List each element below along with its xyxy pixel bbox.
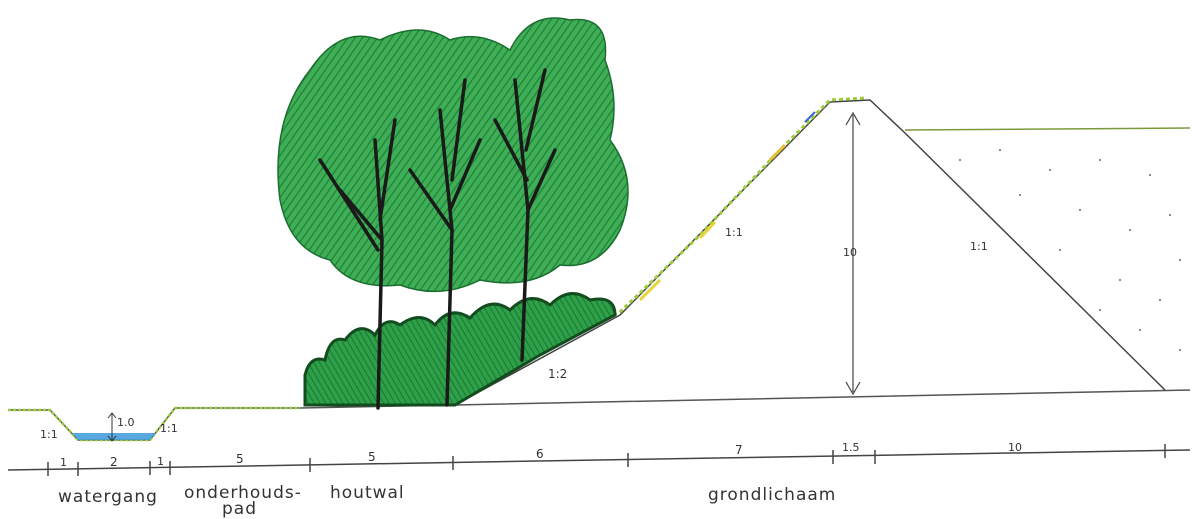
dim-7: 7 xyxy=(735,443,743,457)
dike-front-slope: 1:1 xyxy=(725,226,743,239)
tree-trunks xyxy=(318,68,557,410)
dike-height: 10 xyxy=(843,246,857,259)
zone-pad: pad xyxy=(222,499,257,519)
dim-1b: 1 xyxy=(157,455,164,468)
dim-1-5: 1.5 xyxy=(842,441,860,454)
zone-onderhouds: onderhouds- xyxy=(184,483,302,503)
ditch-water xyxy=(72,412,156,442)
hedge-shrubs xyxy=(303,292,617,407)
dike-body xyxy=(454,96,1191,406)
zone-watergang: watergang xyxy=(58,487,158,507)
ditch-slope-right: 1:1 xyxy=(160,422,178,435)
dim-1a: 1 xyxy=(60,456,67,469)
dim-5b: 5 xyxy=(368,450,376,464)
zone-grondlichaam: grondlichaam xyxy=(708,485,836,505)
ground-profile xyxy=(8,389,1191,442)
dim-10: 10 xyxy=(1008,441,1022,454)
ditch-slope-left: 1:1 xyxy=(40,428,58,441)
dimension-line xyxy=(7,444,1191,476)
dike-back-slope: 1:1 xyxy=(970,240,988,253)
zone-houtwal: houtwal xyxy=(330,483,405,503)
ditch-depth: 1.0 xyxy=(117,416,135,429)
hedge-slope: 1:2 xyxy=(548,367,567,381)
dim-6: 6 xyxy=(536,447,544,461)
dim-5a: 5 xyxy=(236,452,244,466)
dim-2: 2 xyxy=(110,455,118,469)
